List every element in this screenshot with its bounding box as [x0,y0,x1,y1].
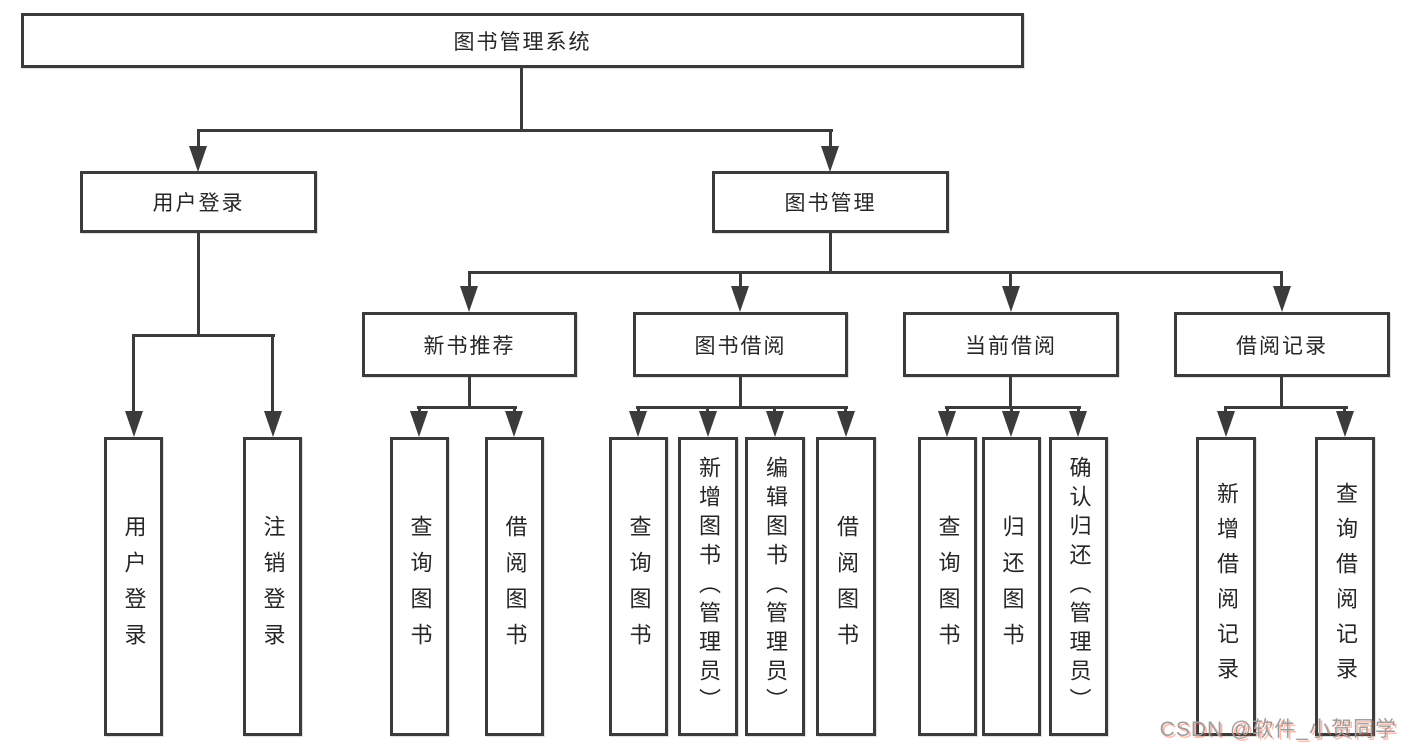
leaf-cb-query-books-label: 查询图书 [935,514,961,659]
connector-line [829,131,832,151]
connector-line [132,334,275,337]
arrow-down-icon [1273,286,1291,312]
node-user-login-label: 用户登录 [152,192,245,215]
arrow-down-icon [1069,411,1087,437]
connector-line [132,336,135,414]
connector-line [739,273,742,289]
node-current-borrowing-label: 当前借阅 [965,334,1057,358]
connector-line [1009,273,1012,289]
leaf-cb-query-books: 查询图书 [918,437,977,736]
connector-line [197,131,200,151]
connector-line [945,406,1081,409]
leaf-bb-add-books-admin-label: 新增图书（管理员） [696,456,721,717]
arrow-down-icon [189,146,207,172]
leaf-br-query-record: 查询借阅记录 [1315,437,1375,736]
node-user-login: 用户登录 [80,171,317,233]
arrow-down-icon [505,411,523,437]
connector-line [417,406,517,409]
leaf-bb-borrow-books-label: 借阅图书 [834,514,859,659]
leaf-bb-edit-books-admin-label: 编辑图书（管理员） [763,456,788,717]
arrow-down-icon [410,411,428,437]
arrow-down-icon [1002,411,1020,437]
node-book-borrowing: 图书借阅 [633,312,848,377]
node-book-management: 图书管理 [712,171,949,233]
node-current-borrowing: 当前借阅 [903,312,1119,377]
leaf-user-login: 用户登录 [104,437,163,736]
connector-line [468,271,1283,274]
arrow-down-icon [264,411,282,437]
arrow-down-icon [460,286,478,312]
connector-line [636,406,848,409]
connector-line [197,129,833,132]
leaf-user-login-label: 用户登录 [121,514,147,659]
connector-line [739,374,742,409]
leaf-bb-add-books-admin: 新增图书（管理员） [678,437,738,736]
connector-line [829,232,832,274]
connector-line [468,374,471,409]
arrow-down-icon [1217,411,1235,437]
arrow-down-icon [699,411,717,437]
connector-line [1280,374,1283,409]
leaf-bb-edit-books-admin: 编辑图书（管理员） [745,437,805,736]
leaf-nb-query-books-label: 查询图书 [407,514,433,659]
arrow-down-icon [125,411,143,437]
connector-line [1224,406,1348,409]
arrow-down-icon [1002,286,1020,312]
leaf-nb-borrow-books-label: 借阅图书 [502,514,528,659]
arrow-down-icon [837,411,855,437]
connector-line [197,232,200,337]
leaf-cb-return-books: 归还图书 [982,437,1041,736]
leaf-nb-borrow-books: 借阅图书 [485,437,544,736]
node-book-management-label: 图书管理 [784,192,877,215]
leaf-cb-confirm-return-admin-label: 确认归还（管理员） [1066,456,1092,717]
arrow-down-icon [766,411,784,437]
csdn-watermark: CSDN @软件_小贺同学 [1159,718,1397,741]
leaf-bb-query-books: 查询图书 [609,437,668,736]
connector-line [271,336,274,414]
node-new-book-recommend: 新书推荐 [362,312,577,377]
connector-line [520,67,523,132]
leaf-cb-confirm-return-admin: 确认归还（管理员） [1049,437,1108,736]
node-book-borrowing-label: 图书借阅 [694,334,787,358]
node-borrow-records: 借阅记录 [1174,312,1390,377]
leaf-logout-label: 注销登录 [260,514,286,659]
node-borrow-records-label: 借阅记录 [1236,334,1328,358]
leaf-nb-query-books: 查询图书 [390,437,449,736]
leaf-br-add-record-label: 新增借阅记录 [1214,481,1239,692]
leaf-bb-borrow-books: 借阅图书 [816,437,876,736]
arrow-down-icon [731,286,749,312]
leaf-br-query-record-label: 查询借阅记录 [1333,481,1358,692]
node-library-system-label: 图书管理系统 [453,30,592,54]
leaf-logout: 注销登录 [243,437,302,736]
arrow-down-icon [821,146,839,172]
arrow-down-icon [1336,411,1354,437]
leaf-bb-query-books-label: 查询图书 [626,514,652,659]
arrow-down-icon [629,411,647,437]
leaf-cb-return-books-label: 归还图书 [999,514,1025,659]
arrow-down-icon [938,411,956,437]
connector-line [1009,374,1012,409]
node-library-system: 图书管理系统 [21,13,1024,68]
node-new-book-recommend-label: 新书推荐 [423,334,516,358]
leaf-br-add-record: 新增借阅记录 [1196,437,1256,736]
connector-line [468,273,471,289]
connector-line [1280,273,1283,289]
